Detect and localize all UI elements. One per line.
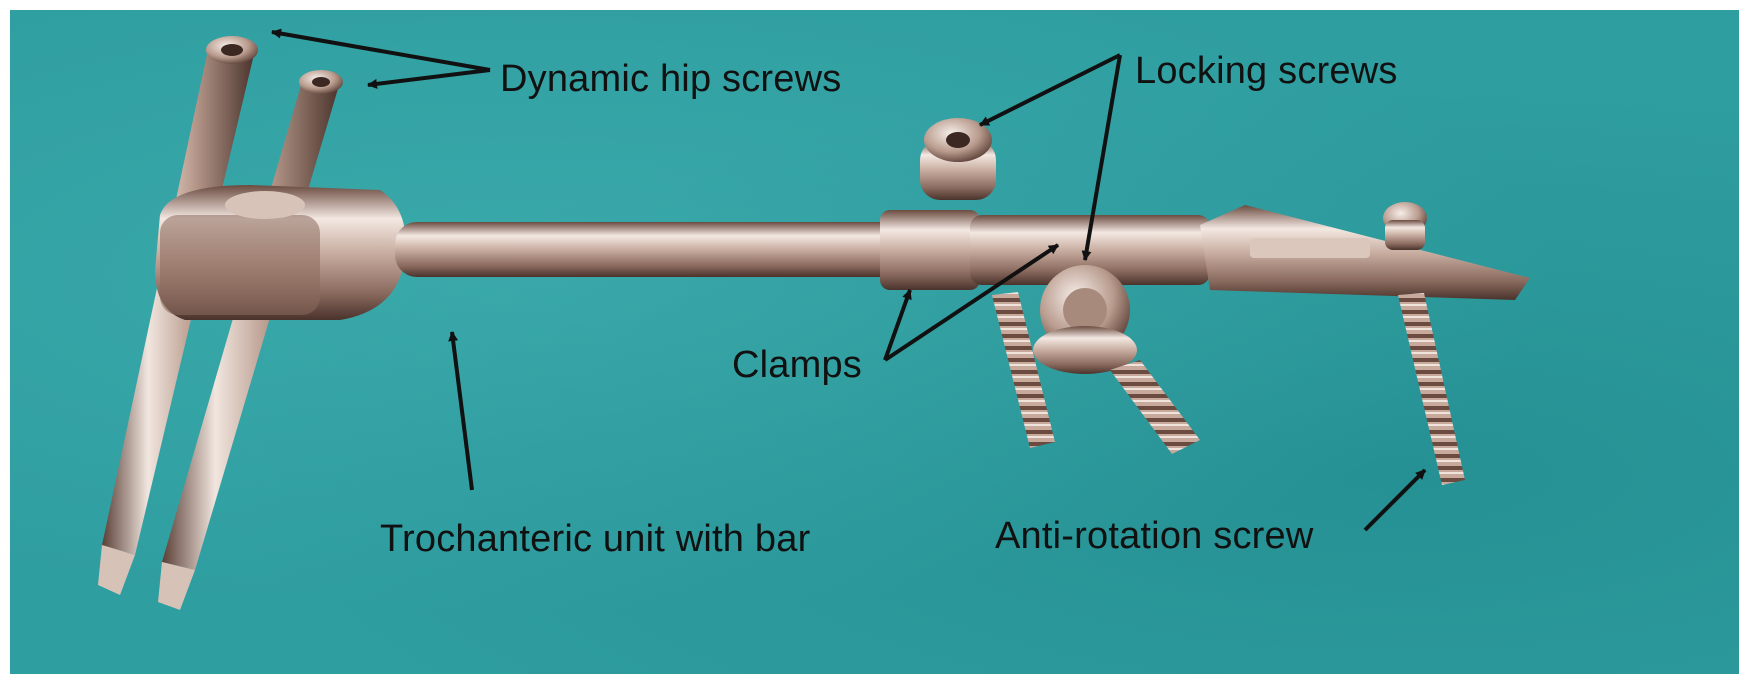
bone-screw-middle-right [1110, 360, 1200, 454]
main-bar [395, 222, 915, 277]
label-trochanteric-unit: Trochanteric unit with bar [380, 518, 811, 560]
arrow-clamp-2 [883, 243, 1060, 362]
fixator-illustration [98, 28, 1530, 610]
arrow-hip-screw-1 [271, 28, 491, 72]
small-screw-head [1383, 202, 1427, 250]
trochanteric-block [155, 185, 406, 320]
label-dynamic-hip-screws: Dynamic hip screws [500, 58, 842, 100]
arrows [271, 28, 1427, 532]
anti-rotation-screw-shape [1398, 293, 1465, 485]
arrow-locking-top [979, 53, 1121, 127]
arrow-anti-rotation [1363, 468, 1427, 532]
locking-screw-lower [1033, 265, 1137, 374]
label-anti-rotation-screw: Anti-rotation screw [995, 515, 1314, 557]
clamp-assembly [880, 205, 1530, 300]
bone-screw-middle-left [992, 292, 1055, 448]
label-clamps: Clamps [732, 344, 863, 386]
locking-screw-top [920, 118, 996, 200]
arrow-hip-screw-2 [367, 68, 491, 89]
arrow-clamp-1 [883, 289, 912, 361]
arrow-trochanteric [448, 331, 474, 491]
arrow-locking-lower [1081, 54, 1122, 261]
label-locking-screws: Locking screws [1135, 50, 1398, 92]
photo-frame: Dynamic hip screws Locking screws Clamps… [10, 10, 1739, 674]
